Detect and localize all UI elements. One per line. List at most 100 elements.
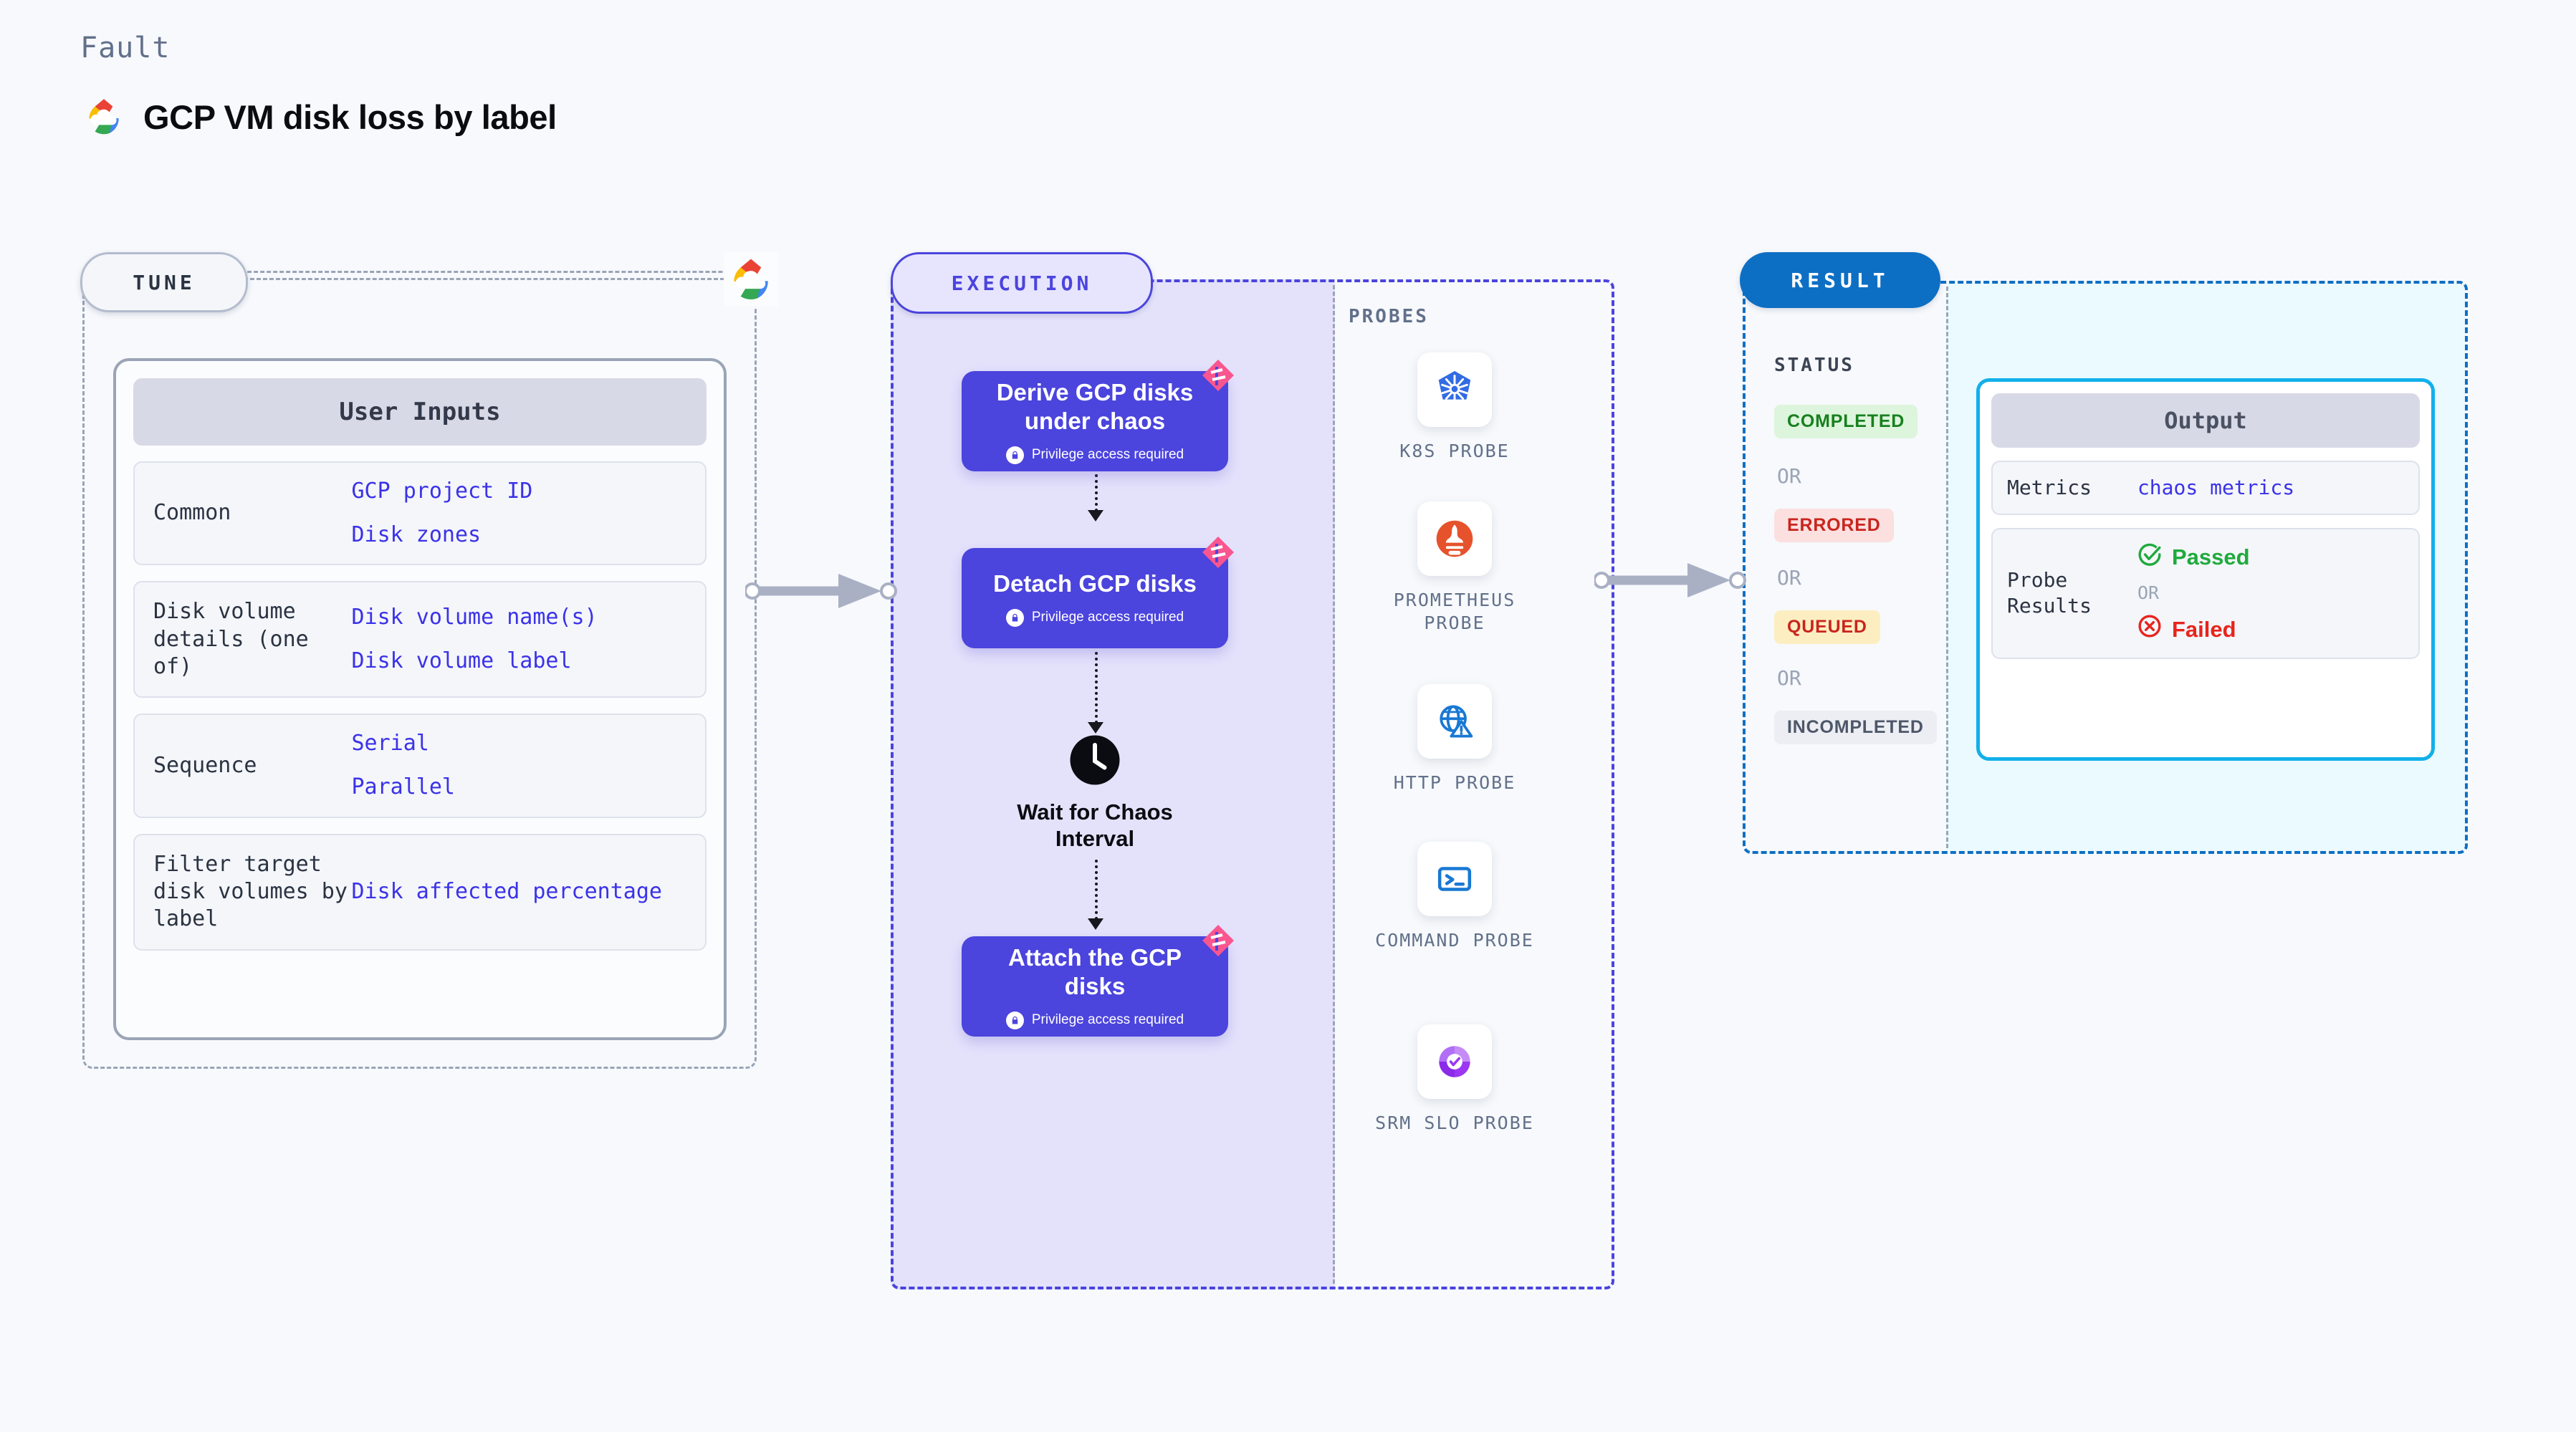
execution-node-attach-gcp-disks[interactable]: Attach the GCP disks Privilege access re… (962, 925, 1234, 1037)
execution-node-derive-gcp-disks[interactable]: Derive GCP disks under chaos Privilege a… (962, 360, 1234, 471)
stage-pill-execution[interactable]: EXECUTION (891, 252, 1153, 314)
tune-row-key: Filter target disk volumes by label (153, 851, 348, 932)
probe-label: PROMETHEUS PROBE (1393, 590, 1516, 633)
probe-result-failed: Failed (2137, 614, 2418, 644)
x-circle-icon (2137, 614, 2162, 644)
probe-label: K8S PROBE (1399, 441, 1510, 461)
tune-value[interactable]: Parallel (351, 774, 455, 799)
node-privilege-note: Privilege access required (1005, 1011, 1184, 1029)
flow-arrow-head (1088, 918, 1103, 930)
stage-pill-result[interactable]: RESULT (1740, 252, 1940, 308)
harness-ribbon-icon (1197, 534, 1237, 574)
status-or-label: OR (1777, 666, 1801, 690)
stage-pill-tune[interactable]: TUNE (80, 252, 248, 312)
page-title: GCP VM disk loss by label (143, 97, 557, 136)
kubernetes-icon (1417, 352, 1492, 427)
probe-item-http[interactable]: HTTP PROBE (1361, 684, 1548, 794)
tune-row-key: Sequence (153, 752, 257, 778)
node-note-text: Privilege access required (1031, 610, 1184, 625)
harness-ribbon-icon (1197, 922, 1237, 962)
probe-item-command[interactable]: COMMAND PROBE (1361, 842, 1548, 952)
probes-divider (1333, 285, 1335, 1284)
passed-label: Passed (2171, 544, 2250, 570)
tune-value[interactable]: Disk zones (351, 522, 482, 547)
node-title: Derive GCP disks under chaos (996, 379, 1194, 434)
tune-zone (82, 271, 757, 1069)
metrics-value[interactable]: chaos metrics (2137, 475, 2295, 499)
harness-ribbon-icon (1197, 357, 1237, 397)
http-globe-icon (1417, 684, 1492, 759)
result-zone (1743, 281, 2468, 854)
page-title-row: GCP VM disk loss by label (80, 93, 557, 140)
clock-icon (1069, 735, 1121, 789)
result-divider (1946, 287, 1948, 848)
prometheus-icon (1417, 501, 1492, 576)
flow-arrow (1095, 652, 1098, 724)
connector-tune-to-execution (745, 574, 897, 608)
probe-item-prometheus[interactable]: PROMETHEUS PROBE (1361, 501, 1548, 635)
node-note-text: Privilege access required (1031, 447, 1184, 463)
output-row-key: Probe Results (2007, 568, 2092, 618)
terminal-icon (1417, 842, 1492, 916)
lock-icon (1005, 446, 1024, 464)
probes-label: PROBES (1349, 306, 1429, 327)
tune-row-values: GCP project ID Disk zones (351, 479, 705, 548)
status-label: STATUS (1774, 355, 1854, 376)
srm-slo-icon (1417, 1024, 1492, 1099)
tune-card: User Inputs Common GCP project ID Disk z… (113, 358, 727, 1040)
tune-row-filter-by-label[interactable]: Filter target disk volumes by label Disk… (133, 833, 707, 951)
output-row-values: chaos metrics (2137, 476, 2418, 500)
tune-value[interactable]: Disk affected percentage (351, 878, 662, 904)
wait-label: Wait for Chaos Interval (1017, 799, 1173, 851)
probe-item-srm-slo[interactable]: SRM SLO PROBE (1361, 1024, 1548, 1135)
page-eyebrow: Fault (80, 32, 171, 64)
check-circle-icon (2137, 542, 2162, 572)
probe-result-or: OR (2137, 582, 2160, 603)
tune-value[interactable]: Serial (351, 731, 429, 756)
execution-zone (891, 279, 1614, 1289)
tune-row-values: Disk volume name(s) Disk volume label (351, 605, 705, 674)
flow-arrow-head (1088, 722, 1103, 734)
tune-value[interactable]: Disk volume name(s) (351, 605, 598, 630)
tune-row-common[interactable]: Common GCP project ID Disk zones (133, 461, 707, 566)
status-badge-completed: COMPLETED (1774, 405, 1918, 438)
node-note-text: Privilege access required (1031, 1012, 1184, 1028)
lock-icon (1005, 1011, 1024, 1029)
flow-arrow (1095, 860, 1098, 920)
tune-row-disk-volume-details[interactable]: Disk volume details (one of) Disk volume… (133, 581, 707, 698)
wait-for-chaos-interval[interactable]: Wait for Chaos Interval (987, 734, 1202, 852)
output-row-metrics[interactable]: Metrics chaos metrics (1991, 461, 2420, 515)
tune-value[interactable]: Disk volume label (351, 648, 572, 673)
failed-label: Failed (2171, 616, 2236, 642)
tune-lead-line (244, 278, 731, 280)
output-row-values: Passed OR Failed (2137, 542, 2418, 645)
tune-value[interactable]: GCP project ID (351, 479, 533, 504)
flow-arrow (1095, 474, 1098, 511)
probe-label: SRM SLO PROBE (1375, 1113, 1534, 1133)
tune-row-sequence[interactable]: Sequence Serial Parallel (133, 713, 707, 818)
output-card: Output Metrics chaos metrics Probe Resul… (1976, 378, 2435, 761)
flow-arrow-head (1088, 510, 1103, 522)
user-inputs-header: User Inputs (133, 378, 707, 446)
probe-label: HTTP PROBE (1393, 772, 1516, 793)
node-title: Attach the GCP disks (1007, 944, 1182, 999)
output-header: Output (1991, 393, 2420, 448)
node-privilege-note: Privilege access required (1005, 446, 1184, 464)
node-privilege-note: Privilege access required (1005, 608, 1184, 627)
tune-row-values: Disk affected percentage (351, 879, 705, 905)
execution-node-detach-gcp-disks[interactable]: Detach GCP disks Privilege access requir… (962, 537, 1234, 648)
tune-row-key: Disk volume details (one of) (153, 599, 309, 679)
tune-row-values: Serial Parallel (351, 731, 705, 800)
gcp-logo-icon (80, 93, 128, 140)
status-badge-incompleted: INCOMPLETED (1774, 711, 1937, 744)
output-row-probe-results[interactable]: Probe Results Passed OR (1991, 527, 2420, 659)
probe-item-k8s[interactable]: K8S PROBE (1361, 352, 1548, 463)
status-badge-queued: QUEUED (1774, 610, 1880, 644)
status-badge-errored: ERRORED (1774, 509, 1894, 542)
connector-execution-to-result (1594, 563, 1746, 597)
lock-icon (1005, 608, 1024, 627)
status-or-label: OR (1777, 566, 1801, 590)
node-title: Detach GCP disks (993, 570, 1197, 597)
output-row-key: Metrics (2007, 476, 2092, 499)
probe-label: COMMAND PROBE (1375, 930, 1534, 951)
